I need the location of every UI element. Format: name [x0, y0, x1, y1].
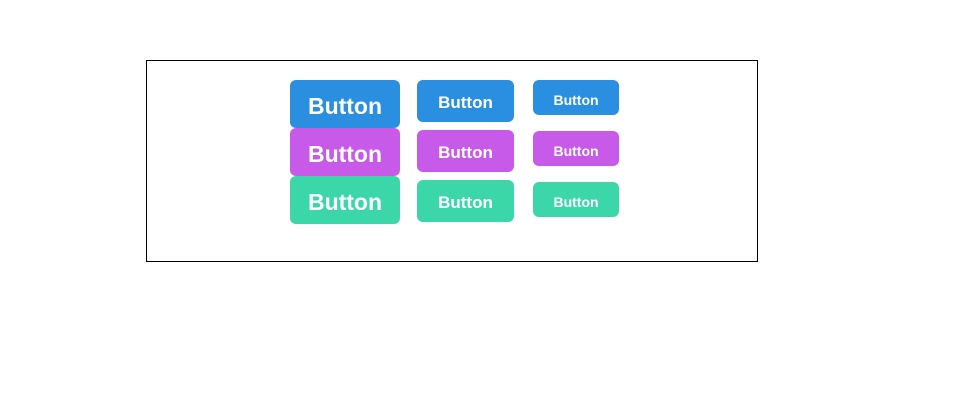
button-large-primary[interactable]: Button [290, 80, 400, 128]
button-small-secondary[interactable]: Button [533, 131, 619, 166]
button-column-medium: Button Button Button [417, 80, 514, 230]
button-column-small: Button Button Button [533, 80, 619, 233]
button-small-success[interactable]: Button [533, 182, 619, 217]
button-large-success[interactable]: Button [290, 176, 400, 224]
button-medium-primary[interactable]: Button [417, 80, 514, 122]
button-medium-secondary[interactable]: Button [417, 130, 514, 172]
button-small-primary[interactable]: Button [533, 80, 619, 115]
button-column-large: Button Button Button [290, 80, 400, 224]
button-grid: Button Button Button Button Button Butto… [290, 80, 619, 233]
button-large-secondary[interactable]: Button [290, 128, 400, 176]
button-medium-success[interactable]: Button [417, 180, 514, 222]
button-demo-frame: Button Button Button Button Button Butto… [146, 60, 758, 262]
